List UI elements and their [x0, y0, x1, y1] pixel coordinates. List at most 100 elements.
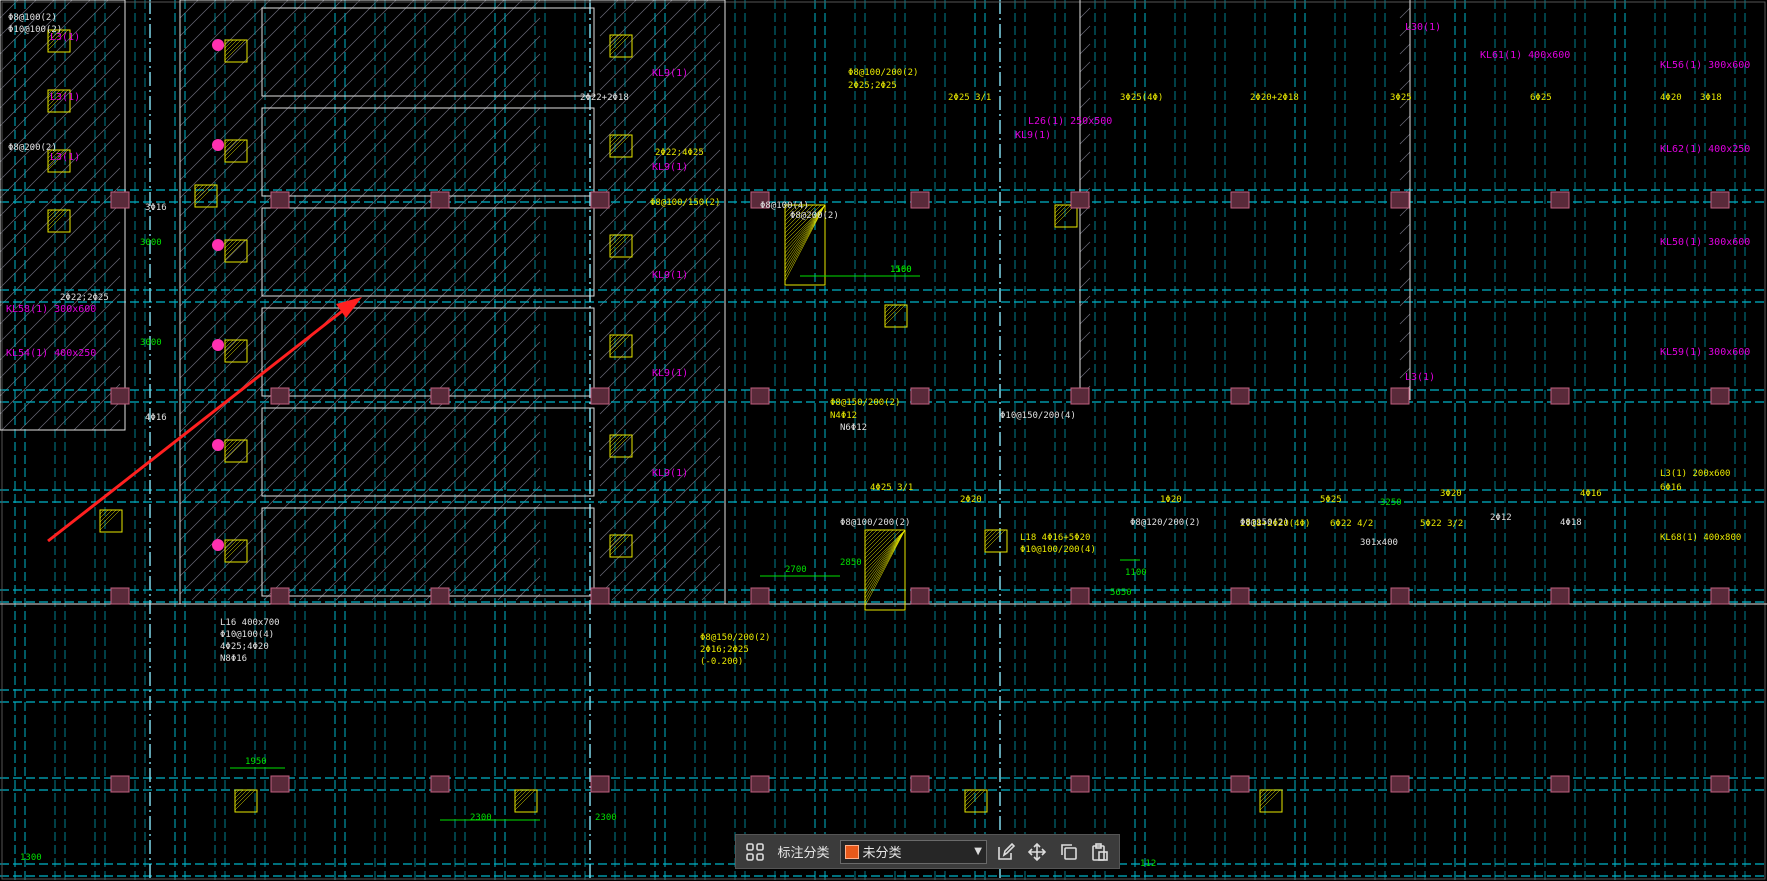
column-marker — [1070, 387, 1090, 405]
column-marker — [1230, 387, 1250, 405]
column-marker — [1710, 587, 1730, 605]
move-icon[interactable] — [1024, 839, 1050, 865]
category-select[interactable]: 未分类 ▼ — [839, 839, 987, 864]
hatch-line — [599, 365, 721, 487]
beam-label: 2Φ22;2Φ25 — [60, 293, 109, 303]
beam-label: KL9(1) — [652, 68, 688, 79]
column-marker — [1550, 191, 1570, 209]
column-hatch — [864, 529, 906, 599]
column-hatch — [609, 434, 623, 448]
highlight-dot — [212, 139, 224, 151]
category-swatch — [844, 844, 859, 859]
column-marker — [910, 191, 930, 209]
highlight-dot — [212, 39, 224, 51]
column-hatch — [864, 529, 882, 547]
column-marker — [1390, 191, 1410, 209]
column-hatch — [224, 239, 230, 245]
column-hatch — [234, 789, 256, 811]
hatch-line — [1399, 259, 1411, 271]
beam-label: 2Φ18+2Φ20(4Φ) — [1240, 519, 1310, 529]
hatch-line — [599, 41, 721, 163]
hatch-line — [179, 0, 343, 163]
column-hatch — [224, 139, 246, 161]
beam-label: Φ10@150/200(4) — [1000, 411, 1076, 421]
column-marker — [1070, 775, 1090, 793]
beam-label: 6Φ16 — [1660, 483, 1682, 493]
hatch-line — [599, 5, 721, 127]
hatch-line — [179, 0, 307, 127]
beam-label: 112 — [1140, 859, 1156, 869]
ramp-outline — [261, 107, 595, 197]
hatch-line — [647, 527, 721, 601]
beam-label: 3000 — [140, 338, 162, 348]
beam-label: 3Φ25(4Φ) — [1120, 93, 1163, 103]
column-hatch — [514, 789, 524, 799]
beam-label: L3(1) — [50, 152, 80, 163]
column-hatch — [224, 139, 242, 157]
chevron-down-icon[interactable]: ▼ — [974, 846, 982, 857]
beam-label: KL62(1) 400x250 — [1660, 144, 1750, 155]
column-hatch — [884, 304, 906, 326]
column-hatch — [609, 534, 631, 556]
column-hatch — [234, 789, 240, 795]
column-marker — [110, 775, 130, 793]
beam-label: KL54(1) 400x250 — [6, 348, 96, 359]
beam-label: 1100 — [1125, 568, 1147, 578]
hatch-line — [599, 0, 709, 109]
column-hatch — [964, 789, 986, 811]
column-marker — [270, 775, 290, 793]
hatch-line — [599, 77, 721, 199]
beam-label: L18 4Φ16+5Φ20 — [1020, 533, 1090, 543]
column-hatch — [884, 304, 890, 310]
column-box — [224, 39, 248, 63]
column-hatch — [47, 29, 61, 43]
column-hatch — [224, 39, 238, 53]
paste-icon[interactable] — [1087, 839, 1113, 865]
highlight-dot — [212, 339, 224, 351]
hatch-line — [599, 185, 721, 307]
column-marker — [1710, 191, 1730, 209]
beam-label: 2300 — [595, 813, 617, 823]
column-marker — [270, 387, 290, 405]
grid-icon[interactable] — [742, 839, 768, 865]
column-hatch — [47, 89, 53, 95]
edit-icon[interactable] — [993, 839, 1019, 865]
column-hatch — [864, 529, 890, 555]
hatch-line — [0, 221, 121, 343]
copy-icon[interactable] — [1056, 839, 1082, 865]
column-hatch — [784, 204, 790, 210]
column-hatch — [224, 39, 234, 49]
hatch-line — [665, 545, 721, 601]
column-box — [47, 89, 71, 113]
beam-label: 2Φ20+2Φ18 — [1250, 93, 1299, 103]
beam-label: Φ8@100(2) — [8, 13, 57, 23]
beam-label: 2Φ22;4Φ25 — [655, 148, 704, 158]
beam-label: Φ10@100/200(4) — [1020, 545, 1096, 555]
column-hatch — [609, 34, 631, 56]
column-hatch — [784, 204, 814, 234]
column-hatch — [864, 529, 894, 559]
hatch-line — [1399, 313, 1411, 325]
beam-label: 2300 — [470, 813, 492, 823]
beam-label: Φ8@150/200(2) — [830, 398, 900, 408]
column-hatch — [984, 529, 998, 543]
column-hatch — [224, 239, 234, 249]
beam-label: KL68(1) 400x800 — [1660, 533, 1741, 543]
beam-label: 6Φ25 — [1530, 93, 1552, 103]
column-hatch — [864, 529, 886, 551]
beam-label: 5Φ22 3/2 — [1420, 519, 1463, 529]
hatch-line — [1079, 79, 1091, 91]
column-marker — [1230, 191, 1250, 209]
column-hatch — [224, 539, 242, 557]
beam-label: KL58(1) 300x600 — [6, 304, 96, 315]
beam-label: 4Φ25 3/1 — [870, 483, 913, 493]
ramp-outline — [261, 207, 595, 297]
beam-label: 4Φ16 — [1580, 489, 1602, 499]
hatch-line — [0, 113, 121, 235]
column-hatch — [609, 134, 615, 140]
column-box — [1054, 204, 1078, 228]
column-hatch — [609, 434, 627, 452]
column-hatch — [784, 204, 810, 230]
column-hatch — [984, 529, 1002, 547]
